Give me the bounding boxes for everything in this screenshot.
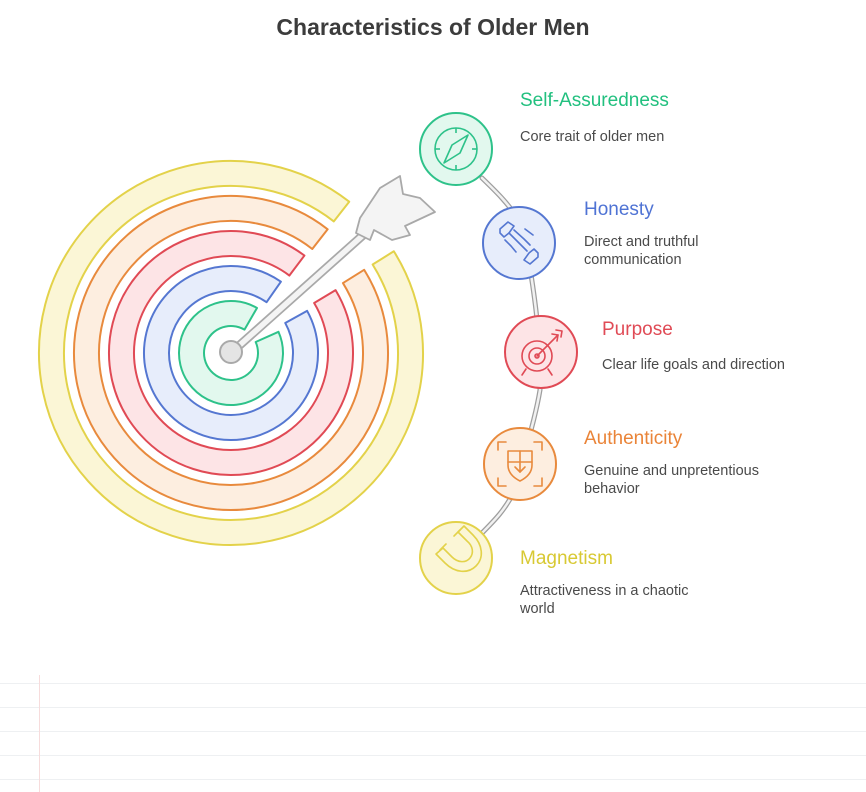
item-desc-self-assuredness: Core trait of older men — [520, 129, 665, 145]
item-circle-magnetism — [419, 521, 493, 595]
arrow — [219, 175, 436, 364]
item-desc-magnetism: Attractiveness in a chaotic world — [520, 583, 689, 617]
shield-icon — [497, 441, 543, 487]
arrow-fletching — [355, 175, 436, 241]
target-icon — [521, 329, 563, 376]
item-title-self-assuredness: Self-Assuredness — [520, 90, 669, 111]
handshake-icon — [499, 221, 539, 265]
target-ring-purpose — [108, 230, 354, 476]
item-desc-honesty: Direct and truthful communication — [584, 234, 699, 268]
item-title-purpose: Purpose — [602, 319, 673, 340]
item-desc-authenticity: Genuine and unpretentious behavior — [584, 463, 759, 497]
item-circle-authenticity — [483, 427, 557, 501]
arrow-tip — [219, 340, 243, 364]
target-ring-magnetism — [38, 160, 424, 546]
item-circle-self-assuredness — [419, 112, 493, 186]
target-rings — [38, 160, 424, 546]
target-ring-self-assuredness — [178, 300, 284, 406]
target-diagram — [38, 112, 578, 595]
magnet-icon — [435, 525, 483, 573]
page-title: Characteristics of Older Men — [276, 14, 590, 40]
notebook-lines — [0, 665, 866, 792]
item-circle-purpose — [504, 315, 578, 389]
item-circle-honesty — [482, 206, 556, 280]
item-title-magnetism: Magnetism — [520, 548, 613, 569]
item-desc-purpose: Clear life goals and direction — [602, 357, 785, 373]
compass-icon — [434, 127, 478, 171]
item-title-authenticity: Authenticity — [584, 428, 683, 449]
target-ring-honesty — [143, 265, 319, 441]
target-ring-authenticity — [73, 195, 389, 511]
item-title-honesty: Honesty — [584, 199, 654, 220]
